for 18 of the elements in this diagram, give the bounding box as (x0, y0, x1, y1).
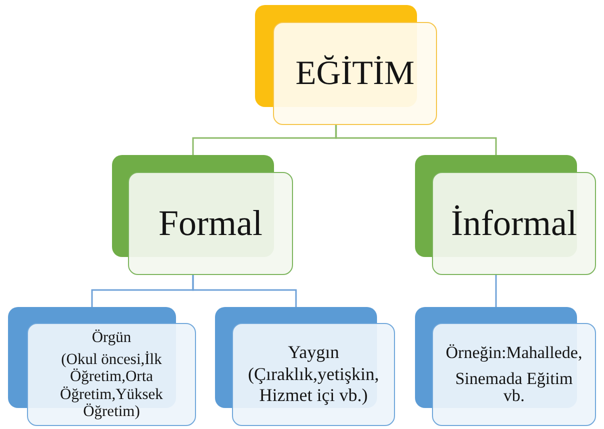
node-description: (Çıraklık,yetişkin, Hizmet içi vb.) (247, 364, 380, 407)
node-heading: Yaygın (288, 342, 340, 364)
stacked-card (215, 307, 395, 426)
node-heading: Örgün (92, 329, 132, 346)
node-description: Sinemada Eğitim vb. (454, 370, 574, 406)
node-label: EĞİTİM (296, 54, 414, 92)
node-description: (Okul öncesi,İlk Öğretim,Orta Öğretim,Yüksek Öğretim) (59, 351, 164, 420)
stacked-card (415, 155, 596, 275)
node-heading: Örneğin:Mahallede, (446, 344, 582, 362)
connector-line (495, 275, 497, 307)
stacked-card (112, 155, 293, 275)
connector-line (335, 125, 497, 155)
node-label: İnformal (451, 204, 577, 244)
connector-line (192, 275, 297, 307)
node-label: Formal (158, 204, 262, 244)
stacked-card (255, 5, 437, 125)
stacked-card (8, 307, 196, 426)
stacked-card (415, 307, 596, 426)
